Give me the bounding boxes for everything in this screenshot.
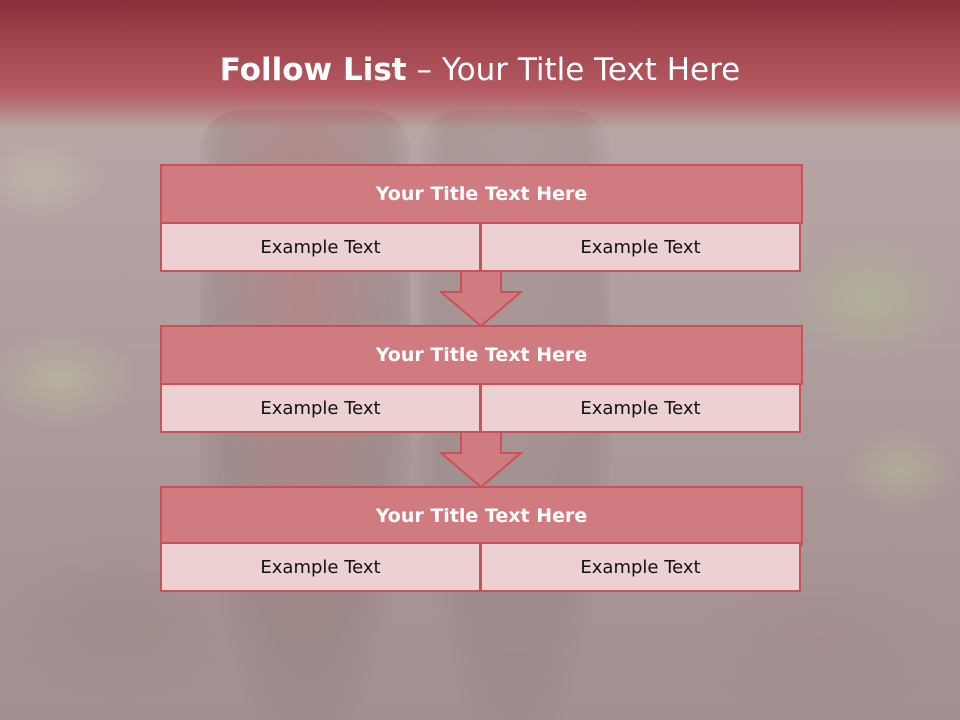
down-arrow-icon <box>439 270 523 328</box>
page-title-rest: – Your Title Text Here <box>406 52 741 88</box>
cell-text: Example Text <box>580 556 701 578</box>
cell-text: Example Text <box>260 556 381 578</box>
cell-text: Example Text <box>580 236 701 258</box>
block-title: Your Title Text Here <box>375 505 588 527</box>
block-cell-right: Example Text <box>480 542 801 592</box>
cell-text: Example Text <box>260 397 381 419</box>
block-cell-left: Example Text <box>160 222 481 272</box>
block-row: Example Text Example Text <box>160 222 801 272</box>
page-title-bold: Follow List <box>219 52 407 88</box>
block-cell-left: Example Text <box>160 542 481 592</box>
block-title-box: Your Title Text Here <box>160 164 803 224</box>
cell-text: Example Text <box>580 397 701 419</box>
block-title: Your Title Text Here <box>375 183 588 205</box>
block-title: Your Title Text Here <box>375 344 588 366</box>
down-arrow-icon <box>439 431 523 489</box>
block-cell-right: Example Text <box>480 383 801 433</box>
header-band <box>0 0 960 130</box>
block-cell-right: Example Text <box>480 222 801 272</box>
block-title-box: Your Title Text Here <box>160 486 803 546</box>
block-row: Example Text Example Text <box>160 542 801 592</box>
block-cell-left: Example Text <box>160 383 481 433</box>
block-row: Example Text Example Text <box>160 383 801 433</box>
block-title-box: Your Title Text Here <box>160 325 803 385</box>
cell-text: Example Text <box>260 236 381 258</box>
page-title: Follow List – Your Title Text Here <box>0 52 960 88</box>
